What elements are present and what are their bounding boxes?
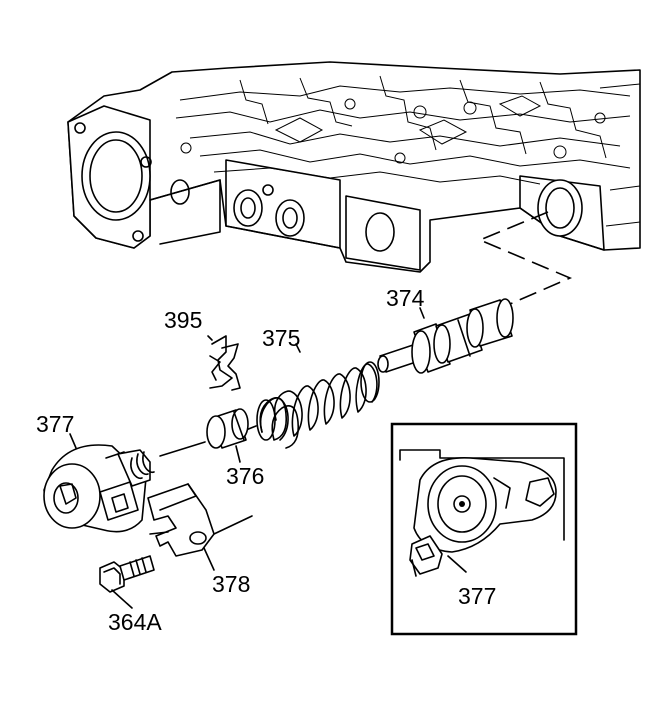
valve-374 — [377, 298, 514, 374]
leader-377 — [69, 433, 77, 449]
leader-374 — [419, 307, 425, 319]
callout-377: 377 — [36, 411, 74, 437]
clip-395 — [209, 335, 241, 391]
bracket-378 — [147, 483, 215, 557]
callout-376: 376 — [226, 463, 264, 489]
inset-detail — [390, 422, 578, 636]
callout-375: 375 — [262, 325, 300, 351]
assembly-centerline — [477, 211, 573, 305]
plug-376 — [206, 408, 249, 449]
leader-395 — [207, 335, 213, 341]
callout-377-inset: 377 — [458, 583, 496, 609]
spring-375 — [256, 361, 380, 449]
callout-395: 395 — [164, 307, 202, 333]
leader-378 — [203, 547, 215, 571]
solenoid-377 — [43, 444, 155, 533]
leader-364a — [111, 589, 133, 609]
valve-body — [67, 61, 641, 273]
axis-line-bracket — [213, 515, 253, 535]
leader-375 — [295, 343, 301, 353]
axis-line-solenoid — [159, 441, 206, 457]
leader-377-inset — [447, 555, 467, 573]
callout-374: 374 — [386, 285, 425, 311]
leader-376 — [235, 445, 241, 463]
callout-378: 378 — [212, 571, 250, 597]
callout-364a: 364A — [108, 609, 162, 635]
bolt-364a — [99, 555, 155, 593]
